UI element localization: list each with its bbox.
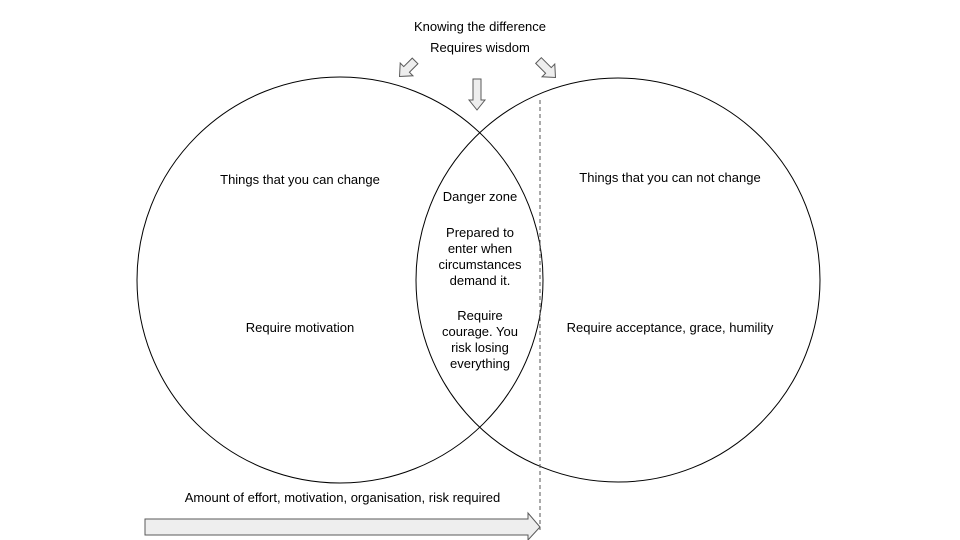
prepared-line: demand it. [449,273,511,288]
courage-line: everything [450,356,510,371]
danger-zone-title: Danger zone [442,189,518,204]
courage-line: risk losing [451,340,509,355]
right-circle-title: Things that you can not change [579,170,761,185]
courage-line: courage. You [442,324,518,339]
right-circle [415,77,821,483]
header-line-1: Knowing the difference [413,19,547,34]
prepared-line: enter when [447,241,513,256]
right-circle-requirement: Require acceptance, grace, humility [566,320,774,335]
header-line-2: Requires wisdom [430,40,530,55]
courage-line: Require [457,308,503,323]
left-circle-title: Things that you can change [220,172,380,187]
prepared-line: circumstances [438,257,522,272]
arrow-down-right-icon [534,56,557,79]
arrow-down-left-icon [398,57,419,78]
effort-arrow-label: Amount of effort, motivation, organisati… [184,490,501,505]
arrow-down-icon [467,78,487,111]
left-circle-requirement: Require motivation [245,320,355,335]
left-circle [136,76,544,484]
prepared-line: Prepared to [446,225,514,240]
effort-arrow-icon [144,511,541,540]
